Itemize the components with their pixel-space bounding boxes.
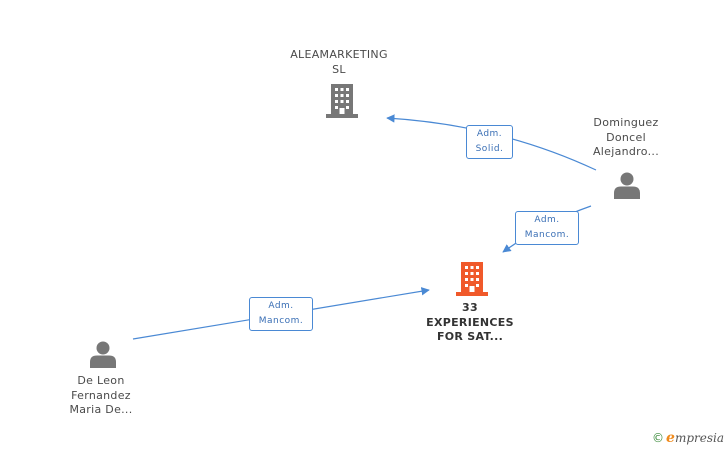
company-name-line3: FOR SAT... bbox=[436, 330, 504, 343]
company-name-line1: 33 bbox=[462, 301, 478, 314]
person-name-line3: Maria De... bbox=[69, 403, 133, 416]
edge-label-line1: Adm. bbox=[268, 301, 294, 311]
person-name-line1: Dominguez bbox=[593, 116, 659, 129]
company-label-experiences[interactable]: 33 EXPERIENCES FOR SAT... bbox=[410, 301, 530, 345]
person-name-line2: Doncel bbox=[606, 130, 646, 144]
edge-label-line1: Adm. bbox=[476, 129, 503, 139]
person-icon[interactable] bbox=[89, 340, 117, 368]
person-name-line1: De Leon bbox=[77, 374, 125, 387]
company-label-aleamarketing[interactable]: ALEAMARKETING SL bbox=[280, 48, 398, 77]
edge-label-adm-solid[interactable]: Adm. Solid. bbox=[466, 125, 513, 159]
edge-label-line1: Adm. bbox=[534, 215, 560, 225]
edge-label-line2: Mancom. bbox=[524, 230, 570, 240]
company-name-line2: SL bbox=[332, 62, 346, 76]
person-name-line2: Fernandez bbox=[71, 388, 131, 402]
brand-name: mpresia bbox=[674, 431, 724, 445]
empresia-logo: ©empresia bbox=[652, 430, 724, 446]
person-label-deleon[interactable]: De Leon Fernandez Maria De... bbox=[48, 374, 154, 418]
building-icon-highlighted[interactable] bbox=[456, 262, 488, 296]
brand-initial: e bbox=[666, 430, 675, 446]
edge-label-line2: Solid. bbox=[475, 144, 504, 154]
company-name-line1: ALEAMARKETING bbox=[290, 48, 388, 61]
edge-label-adm-mancom[interactable]: Adm. Mancom. bbox=[249, 297, 313, 331]
edge-label-adm-mancom[interactable]: Adm. Mancom. bbox=[515, 211, 579, 245]
person-label-dominguez[interactable]: Dominguez Doncel Alejandro... bbox=[573, 116, 679, 160]
person-name-line3: Alejandro... bbox=[592, 145, 659, 158]
building-icon[interactable] bbox=[326, 84, 358, 118]
copyright-icon: © bbox=[652, 431, 665, 445]
person-icon[interactable] bbox=[613, 171, 641, 199]
company-name-line2: EXPERIENCES bbox=[426, 315, 514, 329]
edge-label-line2: Mancom. bbox=[258, 316, 304, 326]
